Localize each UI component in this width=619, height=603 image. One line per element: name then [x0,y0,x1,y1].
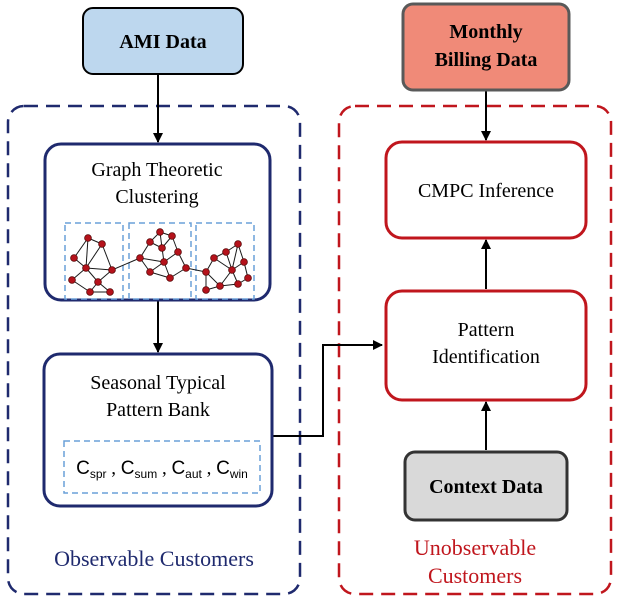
graph-node-18 [158,244,166,252]
seasonal-patterns-list: Cspr , Csum , Caut , Cwin [76,458,248,481]
graph-node-17 [182,264,190,272]
monthly-billing-label-line2: Billing Data [435,49,538,71]
graph-node-11 [156,228,164,236]
graph-edge-46 [231,243,239,271]
graph-clustering-label-line1: Graph Theoretic [91,159,222,181]
graph-node-12 [168,232,176,240]
graph-node-6 [108,266,116,274]
ami-data-node: AMI Data [82,7,244,75]
pattern-win-base: C [216,458,230,479]
graph-node-3 [82,264,90,272]
pattern-bank-node: Seasonal Typical Pattern Bank Cspr , Csu… [42,352,274,508]
unobservable-customers-label-line1: Unobservable [414,535,536,560]
graph-node-23 [240,258,248,266]
graph-node-22 [234,240,242,248]
pattern-aut-base: C [171,458,185,479]
context-data-node: Context Data [403,450,569,522]
arrow-pattern-bank-to-identification [272,340,383,437]
monthly-billing-node: Monthly Billing Data [401,2,571,92]
graph-edge-12 [85,237,89,269]
pattern-sep-1: , [107,458,121,479]
graph-nodes [68,228,252,296]
graph-node-5 [94,278,102,286]
graph-edge-11 [85,243,103,269]
graph-node-16 [166,274,174,282]
graph-edge-14 [111,257,141,271]
pattern-identification-label-line1: Pattern [458,319,515,341]
graph-node-1 [84,234,92,242]
graph-node-21 [222,248,230,256]
cmpc-inference-node: CMPC Inference [384,140,588,240]
pattern-sep-3: , [202,458,216,479]
graph-clustering-label-line2: Clustering [115,186,198,208]
graph-node-24 [228,266,236,274]
pattern-spr-sub: spr [90,467,107,481]
cmpc-inference-label: CMPC Inference [418,180,554,202]
graph-node-9 [136,254,144,262]
graph-node-13 [174,248,182,256]
ami-data-label: AMI Data [119,31,206,53]
cluster-box-1 [64,222,124,300]
pattern-win-sub: win [229,467,248,481]
graph-node-15 [146,268,154,276]
pattern-spr-base: C [76,458,90,479]
graph-node-14 [160,258,168,266]
unobservable-customers-region [337,104,613,596]
graph-node-2 [98,240,106,248]
pattern-sum-sub: sum [135,467,158,481]
graph-node-25 [216,282,224,290]
pattern-identification-node: Pattern Identification [384,289,588,402]
graph-node-7 [106,288,114,296]
unobservable-customers-label-line2: Customers [428,563,522,588]
graph-node-28 [244,274,252,282]
pattern-aut-sub: aut [185,467,202,481]
graph-edge-20 [139,257,165,263]
graph-edge-0 [73,237,89,259]
pattern-identification-label-line2: Identification [432,346,540,368]
graph-node-19 [202,268,210,276]
graph-node-27 [202,286,210,294]
graph-node-10 [146,238,154,246]
monthly-billing-label-line1: Monthly [449,21,522,43]
graph-node-8 [86,288,94,296]
graph-edge-6 [101,243,113,271]
observable-customers-label: Observable Customers [54,546,254,571]
graph-node-26 [234,280,242,288]
graph-node-4 [68,276,76,284]
cluster-box-2 [128,222,192,300]
cluster-box-3 [195,222,255,300]
context-data-label: Context Data [429,476,543,498]
graph-node-0 [70,254,78,262]
pattern-sep-2: , [157,458,171,479]
graph-edge-10 [85,267,113,271]
pattern-sum-base: C [121,458,135,479]
cluster-graph-illustration [64,222,255,300]
pattern-bank-label-line1: Seasonal Typical [90,372,226,394]
pattern-bank-label-line2: Pattern Bank [106,399,210,421]
observable-customers-region [6,104,302,596]
graph-clustering-node: Graph Theoretic Clustering [43,142,272,302]
seasonal-patterns-box [63,440,261,494]
graph-node-20 [210,254,218,262]
